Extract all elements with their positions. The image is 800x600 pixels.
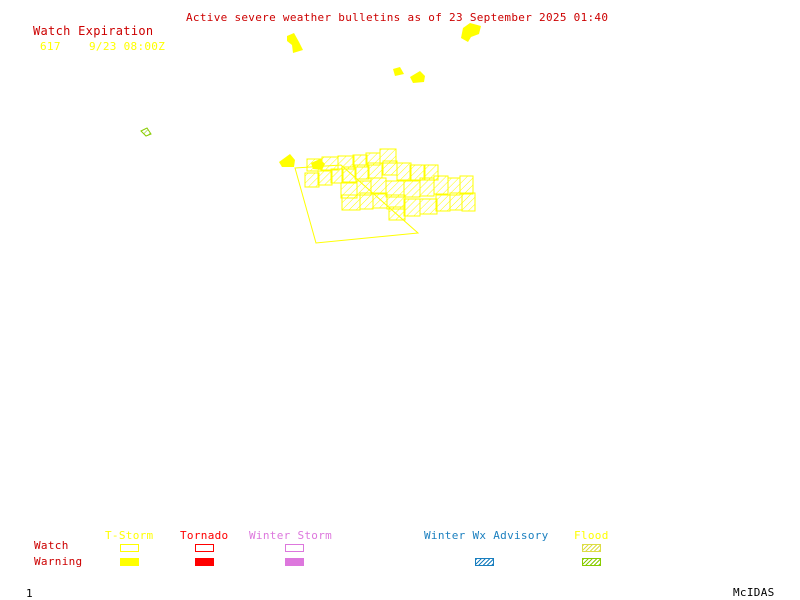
brand-label: McIDAS — [733, 586, 775, 599]
flood-watch-counties — [304, 148, 476, 221]
legend-flood-watch-swatch — [582, 544, 601, 552]
frame-number: 1 — [26, 587, 33, 600]
tstorm-warning-polygon — [461, 23, 481, 42]
legend-winter-wx-advisory-watch-swatch — [475, 558, 494, 566]
page-title: Active severe weather bulletins as of 23… — [186, 11, 609, 24]
watch-expiration-time: 9/23 08:00Z — [89, 40, 166, 53]
flood-warning-polygon — [140, 127, 152, 137]
watch-expiration-label: Watch Expiration — [33, 24, 154, 38]
legend-row-warning: Warning — [34, 555, 83, 568]
legend-flood-label: Flood — [574, 529, 609, 542]
legend-winter-storm-warning-swatch — [285, 558, 304, 566]
legend-tornado-warning-swatch — [195, 558, 214, 566]
watch-number: 617 — [40, 40, 61, 53]
legend-tornado-watch-swatch — [195, 544, 214, 552]
legend-flood-warning-swatch — [582, 558, 601, 566]
legend-winter-wx-advisory-label: Winter Wx Advisory — [424, 529, 549, 542]
tstorm-warning-polygon — [410, 71, 425, 83]
legend-winter-storm-label: Winter Storm — [249, 529, 333, 542]
tstorm-warning-polygon — [287, 33, 303, 53]
tstorm-warning-polygon — [279, 154, 295, 167]
legend-tstorm-label: T-Storm — [105, 529, 154, 542]
legend-tstorm-watch-swatch — [120, 544, 139, 552]
tstorm-warning-polygon — [393, 67, 404, 76]
legend-tstorm-warning-swatch — [120, 558, 139, 566]
legend-tornado-label: Tornado — [180, 529, 229, 542]
legend-winter-storm-watch-swatch — [285, 544, 304, 552]
legend-row-watch: Watch — [34, 539, 69, 552]
